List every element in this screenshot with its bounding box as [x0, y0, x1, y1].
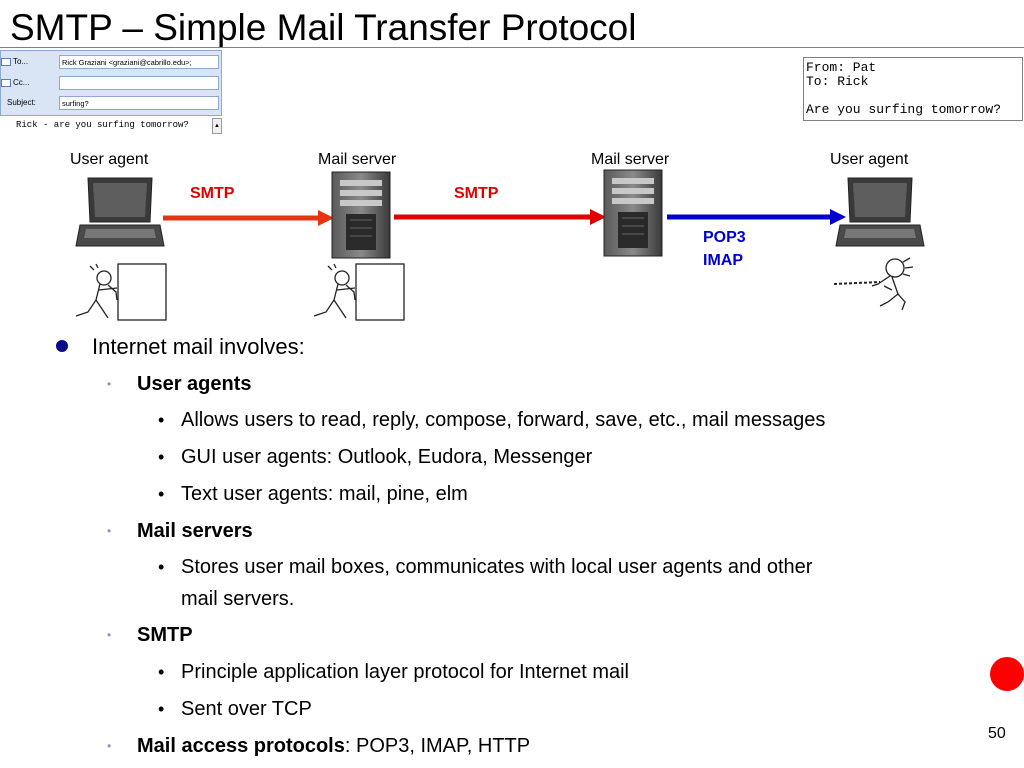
node-label-user-agent-receiver: User agent — [830, 151, 909, 168]
bullet-dot: • — [158, 410, 165, 430]
email-body[interactable]: Rick - are you surfing tomorrow? — [16, 120, 189, 130]
arrow-smtp-1 — [163, 210, 334, 226]
cc-field[interactable] — [59, 76, 219, 90]
subject-field[interactable]: surfing? — [59, 96, 219, 110]
mail-flow-diagram — [75, 169, 925, 321]
address-book-icon — [1, 78, 11, 87]
message-line: To: Rick — [806, 74, 869, 89]
bullet-user-agents-item: GUI user agents: Outlook, Eudora, Messen… — [181, 446, 593, 468]
to-field[interactable]: Rick Graziani <graziani@cabrillo.edu>; — [59, 55, 219, 69]
arrow-pop-imap — [667, 209, 846, 225]
bullet-dot — [56, 340, 68, 352]
link-label-pop3: POP3 — [703, 229, 746, 246]
pulling-rope-figure-icon — [833, 257, 914, 311]
arrow-smtp-2 — [394, 209, 606, 225]
cc-label: Cc... — [13, 78, 30, 87]
bullet-dot: • — [158, 447, 165, 467]
subject-label: Subject: — [7, 98, 36, 107]
bullet-dot: • — [158, 484, 165, 504]
record-indicator-icon[interactable] — [990, 657, 1024, 691]
cc-button[interactable]: Cc... — [1, 75, 53, 91]
laptop-icon — [75, 177, 165, 247]
server-icon — [331, 171, 391, 259]
mail-access-heading: Mail access protocols — [137, 735, 345, 757]
bullet-user-agents-item: Allows users to read, reply, compose, fo… — [181, 409, 826, 431]
bullet-smtp: SMTP — [137, 624, 193, 646]
email-header-panel: To... Rick Graziani <graziani@cabrillo.e… — [0, 50, 222, 116]
title-divider — [0, 47, 1024, 48]
node-label-user-agent-sender: User agent — [70, 151, 149, 168]
address-book-icon — [1, 57, 11, 66]
scroll-up-arrow-icon[interactable]: ▲ — [212, 118, 222, 134]
bullet-dot: • — [107, 739, 112, 753]
bullet-dot: • — [107, 628, 112, 642]
bullet-internet-mail: Internet mail involves: — [92, 334, 305, 359]
bullet-dot: • — [158, 699, 165, 719]
node-label-mail-server-receiver: Mail server — [591, 151, 670, 168]
link-label-imap: IMAP — [703, 252, 743, 269]
bullet-smtp-item: Sent over TCP — [181, 698, 312, 720]
bullet-smtp-item: Principle application layer protocol for… — [181, 661, 629, 683]
bullet-dot: • — [107, 377, 112, 391]
laptop-icon — [835, 177, 925, 247]
bullet-mail-servers: Mail servers — [137, 520, 253, 542]
server-icon — [603, 169, 663, 257]
pushing-figure-icon — [75, 263, 167, 321]
email-compose-window: To... Rick Graziani <graziani@cabrillo.e… — [0, 50, 222, 135]
message-line: From: Pat — [806, 60, 877, 75]
pushing-figure-icon — [313, 263, 405, 321]
bullet-user-agents-item: Text user agents: mail, pine, elm — [181, 483, 468, 505]
message-line: Are you surfing tomorrow? — [806, 102, 1002, 117]
slide-title: SMTP – Simple Mail Transfer Protocol — [10, 7, 637, 48]
to-label: To... — [13, 57, 29, 66]
bullet-user-agents: User agents — [137, 373, 252, 395]
bullet-mail-access: Mail access protocols: POP3, IMAP, HTTP — [137, 734, 530, 758]
to-button[interactable]: To... — [1, 54, 53, 70]
page-number: 50 — [988, 725, 1006, 742]
bullet-dot: • — [158, 662, 165, 682]
mail-access-protocols: : POP3, IMAP, HTTP — [344, 735, 531, 757]
link-label-smtp-2: SMTP — [454, 185, 499, 202]
link-label-smtp-1: SMTP — [190, 185, 235, 202]
bullet-dot: • — [158, 557, 165, 577]
bullet-mail-servers-item-cont: mail servers. — [181, 588, 295, 610]
bullet-dot: • — [107, 524, 112, 538]
node-label-mail-server-sender: Mail server — [318, 151, 397, 168]
received-message-box: From: Pat To: Rick ​ Are you surfing tom… — [803, 57, 1023, 121]
bullet-mail-servers-item: Stores user mail boxes, communicates wit… — [181, 556, 813, 578]
